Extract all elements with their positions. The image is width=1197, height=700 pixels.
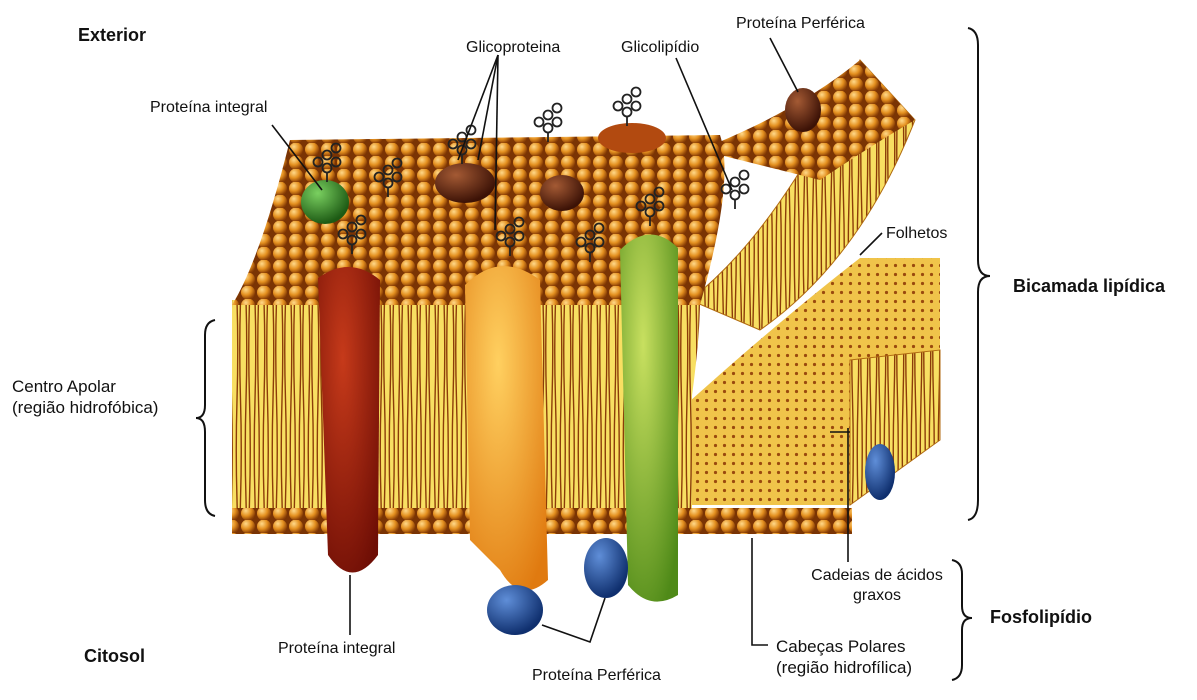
label-glicoproteina: Glicoproteina: [466, 38, 560, 58]
label-cadeias-acidos-graxos: Cadeias de ácidos graxos: [802, 566, 952, 606]
label-glicolipidio: Glicolipídio: [621, 38, 699, 58]
label-centro-apolar: Centro Apolar (região hidrofóbica): [12, 376, 158, 419]
bracket-fosfolipidio: [952, 560, 972, 680]
glycoprotein-lump-1: [435, 163, 495, 203]
label-fosfolipidio: Fosfolipídio: [990, 606, 1092, 629]
peripheral-protein-edge: [865, 444, 895, 500]
peripheral-protein-bottom-left: [487, 585, 543, 635]
glycolipid-lump: [598, 123, 666, 153]
bracket-bicamada: [968, 28, 990, 520]
label-centro-apolar-line2: (região hidrofóbica): [12, 397, 158, 418]
glycoprotein-lump-2: [540, 175, 584, 211]
peripheral-protein-bottom-right: [584, 538, 628, 598]
label-centro-apolar-line1: Centro Apolar: [12, 376, 158, 397]
label-proteina-periferica-top: Proteína Perférica: [736, 14, 865, 34]
integral-protein-orange: [465, 266, 548, 590]
label-cadeias-line1: Cadeias de ácidos: [802, 566, 952, 586]
label-proteina-periferica-bottom: Proteína Perférica: [532, 666, 661, 686]
label-bicamada-lipidica: Bicamada lipídica: [1013, 275, 1165, 298]
label-proteina-integral-top: Proteína integral: [150, 98, 267, 118]
integral-protein-green: [620, 234, 678, 601]
integral-protein-small: [301, 180, 349, 224]
peripheral-protein-top: [785, 88, 821, 132]
label-cabecas-line2: (região hidrofílica): [776, 657, 912, 678]
label-cadeias-line2: graxos: [802, 586, 952, 606]
label-proteina-integral-bottom: Proteína integral: [278, 639, 395, 659]
bracket-centro-apolar: [196, 320, 215, 516]
label-citosol: Citosol: [84, 645, 145, 668]
label-cabecas-polares: Cabeças Polares (região hidrofílica): [776, 636, 912, 679]
integral-protein-red: [318, 267, 380, 573]
label-cabecas-line1: Cabeças Polares: [776, 636, 912, 657]
label-exterior: Exterior: [78, 24, 146, 47]
label-folhetos: Folhetos: [886, 224, 947, 244]
